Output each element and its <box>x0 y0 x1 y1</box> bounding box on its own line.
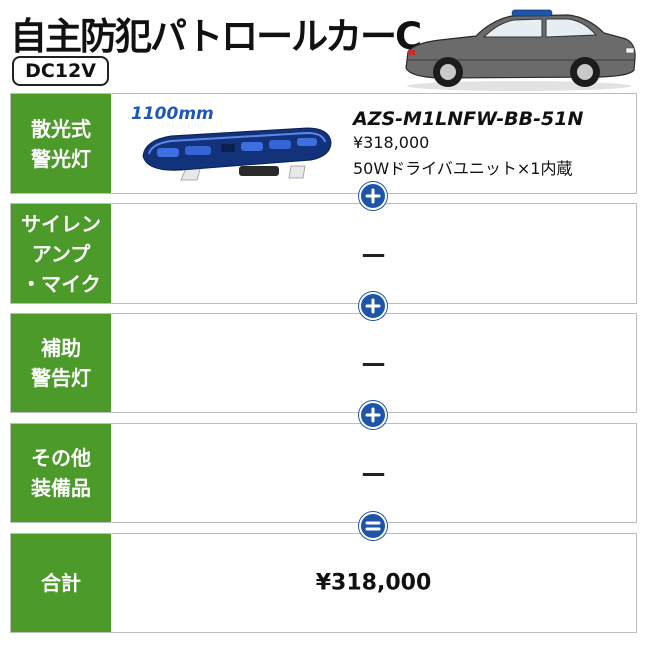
voltage-badge: DC12V <box>12 56 109 86</box>
row-content-total: ¥318,000 <box>111 534 636 632</box>
plus-icon <box>359 401 387 429</box>
lightbar-size: 1100mm <box>131 104 214 124</box>
plus-icon <box>359 182 387 210</box>
row-label-warning-light: 散光式 警光灯 <box>11 94 111 193</box>
plus-icon <box>359 292 387 320</box>
row-total: 合計 ¥318,000 <box>10 533 637 633</box>
row-other-equipment: その他 装備品 — <box>10 423 637 523</box>
row-label-siren-amp: サイレン アンプ ・マイク <box>11 204 111 303</box>
row-content-aux-light: — <box>111 314 636 412</box>
row-warning-light: 散光式 警光灯 1100mm AZS-M1LNFW-BB-51N ¥318,00… <box>10 93 637 194</box>
product-model: AZS-M1LNFW-BB-51N <box>353 108 584 130</box>
row-aux-light: 補助 警告灯 — <box>10 313 637 413</box>
product-price: ¥318,000 <box>353 133 430 152</box>
row-label-other-equipment: その他 装備品 <box>11 424 111 522</box>
product-description: 50Wドライバユニット×1内蔵 <box>353 159 573 178</box>
lightbar-image <box>142 127 332 181</box>
row-content-siren-amp: — <box>111 204 636 303</box>
row-content-warning-light: 1100mm AZS-M1LNFW-BB-51N ¥318,000 50Wドライ… <box>111 94 636 193</box>
patrol-car-image <box>405 9 636 91</box>
empty-value: — <box>361 459 386 487</box>
page-title: 自主防犯パトロールカーC <box>10 15 422 58</box>
empty-value: — <box>361 349 386 377</box>
empty-value: — <box>361 239 386 268</box>
total-value: ¥318,000 <box>315 570 432 596</box>
equals-icon <box>359 512 387 540</box>
row-siren-amp: サイレン アンプ ・マイク — <box>10 203 637 304</box>
row-content-other-equipment: — <box>111 424 636 522</box>
row-label-aux-light: 補助 警告灯 <box>11 314 111 412</box>
row-label-total: 合計 <box>11 534 111 632</box>
